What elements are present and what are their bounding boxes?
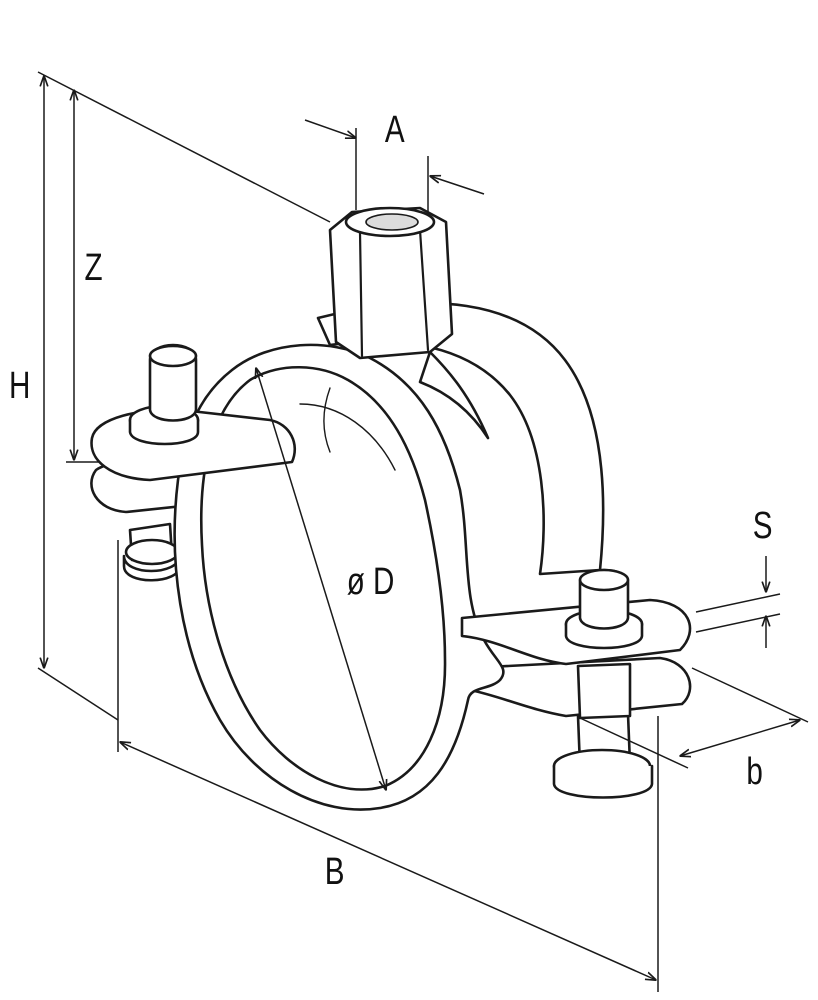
dimension-line-b-large [120,742,656,980]
bolt-right-lower [552,712,654,799]
label-s: S [753,505,773,547]
label-z: Z [85,247,103,289]
label-diameter: ø D [347,561,395,603]
dimension-labels: A Z H ø D S b B [9,109,773,893]
dimension-line-diameter [256,368,386,790]
label-b-large: B [325,851,345,893]
label-b-small: b [746,751,762,793]
bolt-right-upper [564,568,644,720]
dimension-arrow-a-right [430,176,485,195]
dimension-arrow-a-left [304,119,356,138]
pipe-clamp [90,206,692,811]
label-h: H [9,365,30,407]
bolt-left-lower [122,522,182,582]
bolt-left-upper [128,343,200,446]
extension-line-bottom [37,667,119,721]
extension-line-top [37,71,331,223]
hex-nut [328,206,490,440]
label-a: A [385,109,405,151]
extension-line-s-top [695,593,781,613]
dimension-line-b-small [680,720,800,756]
extension-line-s-bottom [695,613,781,633]
extension-line-b-top [691,667,809,723]
dimensions [37,71,809,992]
